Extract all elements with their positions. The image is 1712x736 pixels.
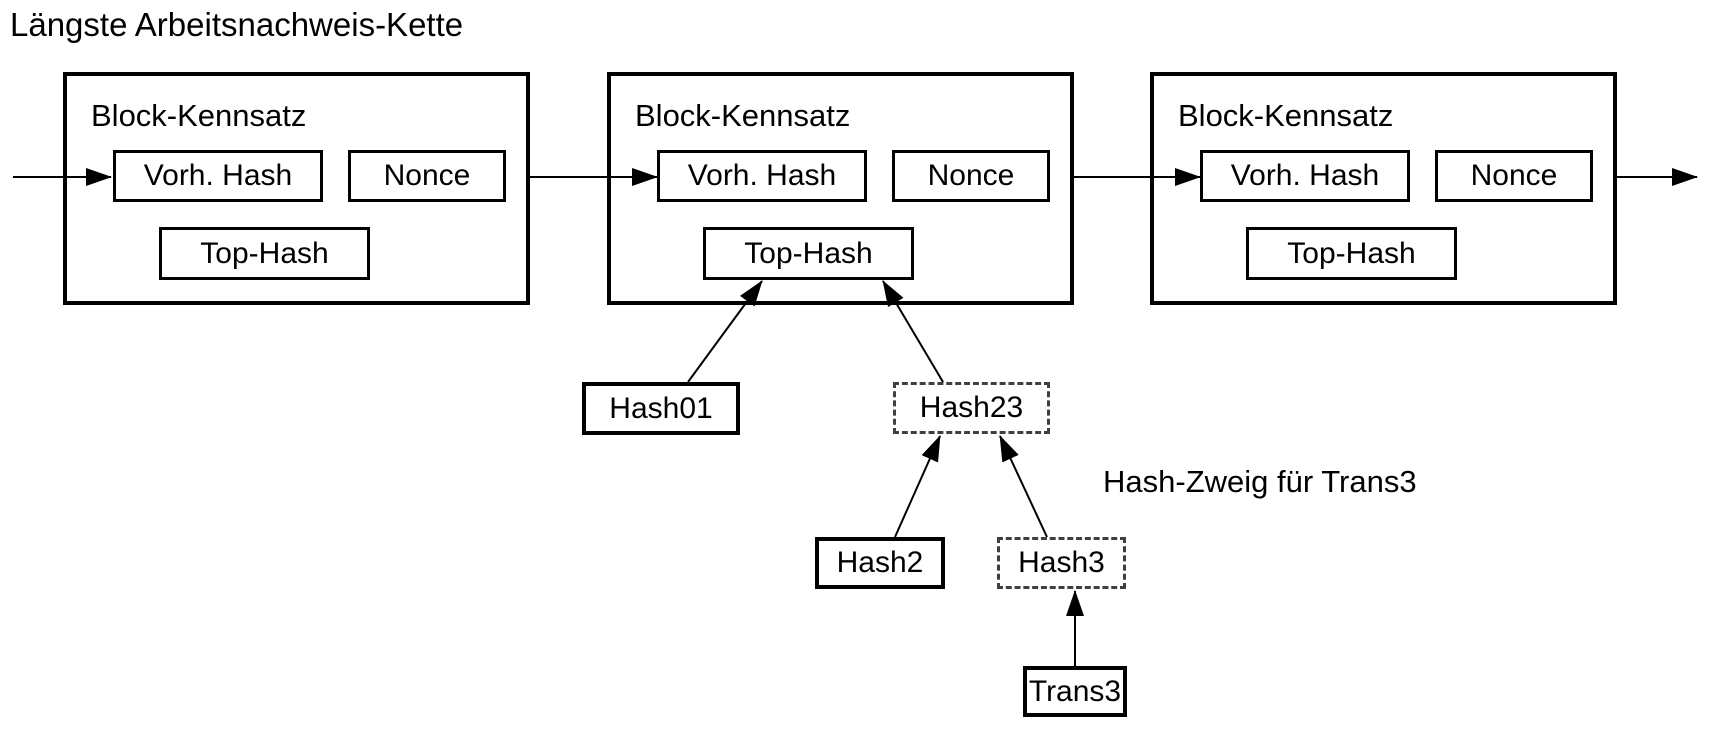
block-header-1: Block-Kennsatz Vorh. Hash Nonce Top-Hash bbox=[63, 72, 530, 305]
prev-hash-box: Vorh. Hash bbox=[113, 150, 323, 202]
nonce-box: Nonce bbox=[348, 150, 506, 202]
top-hash-box: Top-Hash bbox=[159, 227, 370, 280]
top-hash-box: Top-Hash bbox=[703, 227, 914, 280]
prev-hash-box: Vorh. Hash bbox=[1200, 150, 1410, 202]
diagram-title: Längste Arbeitsnachweis-Kette bbox=[10, 6, 464, 43]
block-header-label: Block-Kennsatz bbox=[635, 98, 851, 133]
node-hash2: Hash2 bbox=[815, 537, 945, 589]
arrow-hash2-to-hash23 bbox=[894, 435, 941, 538]
node-hash23: Hash23 bbox=[893, 382, 1050, 434]
node-trans3: Trans3 bbox=[1023, 666, 1127, 717]
block-header-label: Block-Kennsatz bbox=[91, 98, 307, 133]
nonce-box: Nonce bbox=[892, 150, 1050, 202]
node-hash3: Hash3 bbox=[997, 537, 1126, 589]
block-header-3: Block-Kennsatz Vorh. Hash Nonce Top-Hash bbox=[1150, 72, 1617, 305]
nonce-box: Nonce bbox=[1435, 150, 1593, 202]
node-hash01: Hash01 bbox=[582, 382, 740, 435]
block-header-2: Block-Kennsatz Vorh. Hash Nonce Top-Hash bbox=[607, 72, 1074, 305]
block-header-label: Block-Kennsatz bbox=[1178, 98, 1394, 133]
top-hash-box: Top-Hash bbox=[1246, 227, 1457, 280]
arrow-hash3-to-hash23 bbox=[999, 435, 1048, 538]
prev-hash-box: Vorh. Hash bbox=[657, 150, 867, 202]
hash-branch-annotation: Hash-Zweig für Trans3 bbox=[1103, 464, 1417, 499]
